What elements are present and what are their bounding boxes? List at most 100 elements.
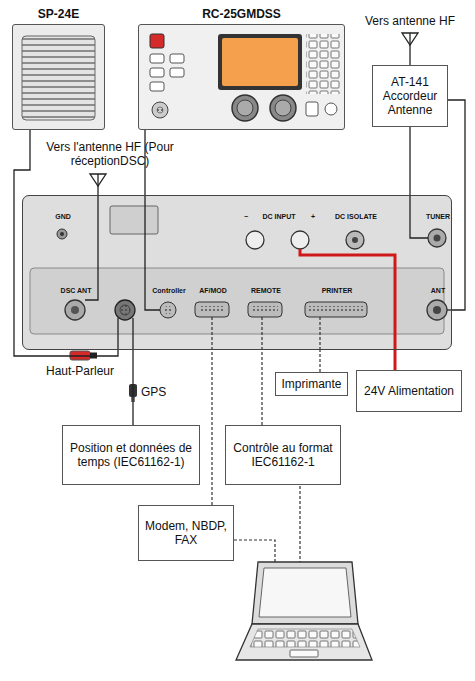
box-text: 24V Alimentation xyxy=(364,384,454,398)
box-text: Position et données de temps (IEC61162-1… xyxy=(68,441,194,469)
cable-connector xyxy=(319,350,320,372)
box-text: Imprimante xyxy=(281,377,341,391)
illustration-part xyxy=(305,302,367,317)
illustration-part xyxy=(409,33,410,65)
illustration-part xyxy=(164,306,172,314)
antenna-hf xyxy=(402,33,418,65)
port-label: DC INPUT xyxy=(262,213,295,221)
illustration-part xyxy=(250,629,360,647)
cable-connector xyxy=(132,350,133,425)
port-label: DC ISOLATE xyxy=(335,213,377,221)
controller-unit xyxy=(138,24,345,130)
rear-panel-box: GNDDSC ANTControllerAF/MODREMOTEPRINTER−… xyxy=(22,195,452,350)
illustration-part xyxy=(252,306,278,313)
port-label: REMOTE xyxy=(251,287,281,295)
illustration-part xyxy=(275,100,291,116)
illustration-part xyxy=(85,195,98,300)
printer-box: Imprimante xyxy=(275,372,348,396)
power-box: 24V Alimentation xyxy=(356,370,462,412)
port-label: AF/MOD xyxy=(199,287,227,295)
port-label: PRINTER xyxy=(322,287,353,295)
illustration-part xyxy=(306,102,318,116)
illustration-part xyxy=(252,562,358,624)
port-label: Controller xyxy=(152,287,185,295)
port-label: + xyxy=(311,213,315,221)
illustration-part xyxy=(325,103,337,115)
illustration-part xyxy=(150,34,164,48)
illustration-part xyxy=(22,36,95,120)
illustration-part xyxy=(237,100,253,116)
illustration-part xyxy=(222,38,298,86)
illustration-part xyxy=(150,68,164,77)
control-box: Contrôle au format IEC61162-1 xyxy=(225,425,341,485)
illustration-part xyxy=(110,206,158,234)
illustration-part xyxy=(150,54,164,63)
box-text: Contrôle au format IEC61162-1 xyxy=(231,441,335,469)
illustration-part xyxy=(427,300,447,320)
port-label: DSC ANT xyxy=(61,287,92,295)
illustration-part xyxy=(218,34,302,90)
illustration-part xyxy=(291,231,309,249)
illustration-part xyxy=(234,540,275,562)
illustration-part xyxy=(120,305,130,315)
box-text: AT-141 Accordeur Antenne xyxy=(378,75,442,117)
unit-heading: RC-25GMDSS xyxy=(139,7,344,21)
illustration-part xyxy=(248,302,282,317)
port-label: ANT xyxy=(431,287,445,295)
illustration-part xyxy=(115,300,135,320)
illustration-part xyxy=(65,300,85,320)
speaker-box: SP-24E xyxy=(12,24,105,130)
illustration-part xyxy=(346,231,364,249)
speaker xyxy=(12,24,105,130)
illustration-part xyxy=(199,306,225,313)
antenna-dsc xyxy=(90,174,106,195)
illustration-part xyxy=(434,235,441,242)
illustration-part xyxy=(60,232,64,236)
laptop xyxy=(234,486,372,660)
illustration-part xyxy=(410,195,428,238)
controller-box: RC-25GMDSS xyxy=(138,24,345,130)
cable-connector xyxy=(448,100,465,310)
illustration-part xyxy=(352,237,358,243)
port-label: − xyxy=(244,213,248,221)
illustration-part xyxy=(195,302,229,317)
antenna-label: Vers l'antenne HF (Pour réceptionDSC) xyxy=(45,140,175,168)
cable-connector xyxy=(261,350,262,425)
illustration-part xyxy=(259,568,351,617)
illustration-part xyxy=(306,34,340,94)
illustration-part xyxy=(428,229,446,247)
illustration-part xyxy=(290,650,318,657)
illustration-part xyxy=(246,231,264,249)
cable-label: GPS xyxy=(141,385,181,399)
port-label: TUNER xyxy=(426,213,450,221)
illustration-part xyxy=(270,95,296,121)
illustration-part xyxy=(150,82,164,91)
illustration-part xyxy=(117,318,118,350)
illustration-part xyxy=(319,317,320,350)
rear-panel xyxy=(22,195,452,350)
unit-heading: SP-24E xyxy=(13,7,104,21)
illustration-part xyxy=(57,229,67,239)
illustration-part xyxy=(138,24,345,130)
illustration-part xyxy=(170,54,184,63)
cable-connector xyxy=(409,127,410,195)
illustration-part xyxy=(309,306,363,313)
tuner-box: AT-141 Accordeur Antenne xyxy=(372,65,448,127)
illustration-part xyxy=(22,195,452,350)
illustration-part xyxy=(71,306,79,314)
illustration-part xyxy=(232,95,258,121)
cable-label: Haut-Parleur xyxy=(40,364,120,378)
illustration-part xyxy=(236,624,372,660)
cable-connector xyxy=(211,350,212,505)
illustration-part xyxy=(433,306,441,314)
illustration-part xyxy=(132,318,133,350)
cable-connector xyxy=(394,350,397,370)
illustration-part xyxy=(152,102,168,118)
illustration-part xyxy=(300,249,395,350)
illustration-part xyxy=(211,317,212,350)
illustration-part xyxy=(261,317,262,350)
illustration-part xyxy=(157,107,163,113)
antenna-label: Vers antenne HF xyxy=(350,14,470,28)
gps-data-box: Position et données de temps (IEC61162-1… xyxy=(62,425,200,485)
